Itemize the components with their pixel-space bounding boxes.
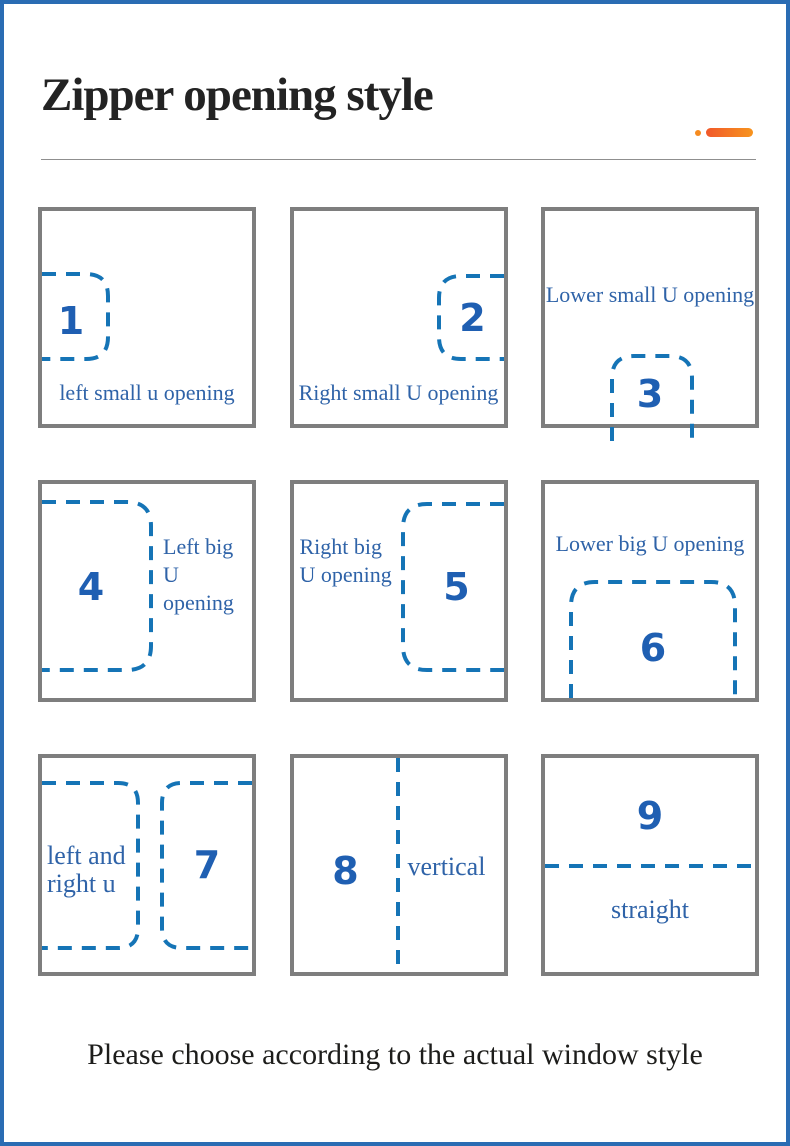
style-number: 7: [193, 843, 221, 887]
style-number: 2: [459, 296, 486, 340]
style-label: left and right u: [47, 841, 126, 899]
left-big-u-outline-icon: [42, 500, 153, 672]
style-option-2: 2 Right small U opening: [289, 207, 508, 428]
style-label: Right small U opening: [298, 380, 499, 405]
lower-big-u-outline-icon: [569, 580, 737, 698]
style-grid: 1 left small u opening 2 Right small U o…: [38, 207, 759, 976]
style-label: Right big U opening: [299, 534, 392, 587]
left-small-u-outline-icon: [42, 272, 110, 361]
accent-dot: [695, 130, 701, 136]
style-number: 8: [332, 849, 359, 893]
style-option-8: 8 vertical: [289, 754, 508, 976]
style-number: 5: [443, 565, 470, 609]
style-option-3: 3 Lower small U opening: [541, 207, 759, 441]
right-big-u-outline-icon: [400, 502, 504, 672]
footer-note: Please choose according to the actual wi…: [87, 1038, 703, 1071]
style-label: vertical: [407, 852, 486, 881]
vertical-line-icon: [395, 758, 400, 971]
style-number: 6: [639, 626, 667, 670]
header-divider: [41, 159, 756, 160]
style-number: 1: [57, 299, 85, 343]
style-option-4: 4 Left big U opening: [38, 480, 256, 702]
style-option-9: 9 straight: [541, 754, 759, 976]
style-number: 9: [636, 794, 664, 838]
style-option-7: 7 left and right u: [38, 754, 256, 976]
left-right-u-outline-icon: [42, 781, 252, 950]
style-number: 4: [77, 565, 105, 609]
style-label: Left big U opening: [163, 534, 234, 615]
style-label: Lower big U opening: [555, 531, 745, 556]
style-label: left small u opening: [59, 380, 235, 405]
right-small-u-outline-icon: [436, 274, 504, 361]
page-title: Zipper opening style: [41, 69, 434, 121]
style-label: Lower small U opening: [545, 282, 755, 307]
style-number: 3: [636, 372, 664, 416]
horizontal-line-icon: [545, 864, 755, 868]
style-option-6: 6 Lower big U opening: [541, 480, 759, 702]
style-option-5: 5 Right big U opening: [289, 480, 508, 702]
accent-bar: [706, 128, 753, 137]
style-option-1: 1 left small u opening: [38, 207, 256, 428]
style-label: straight: [611, 895, 689, 924]
